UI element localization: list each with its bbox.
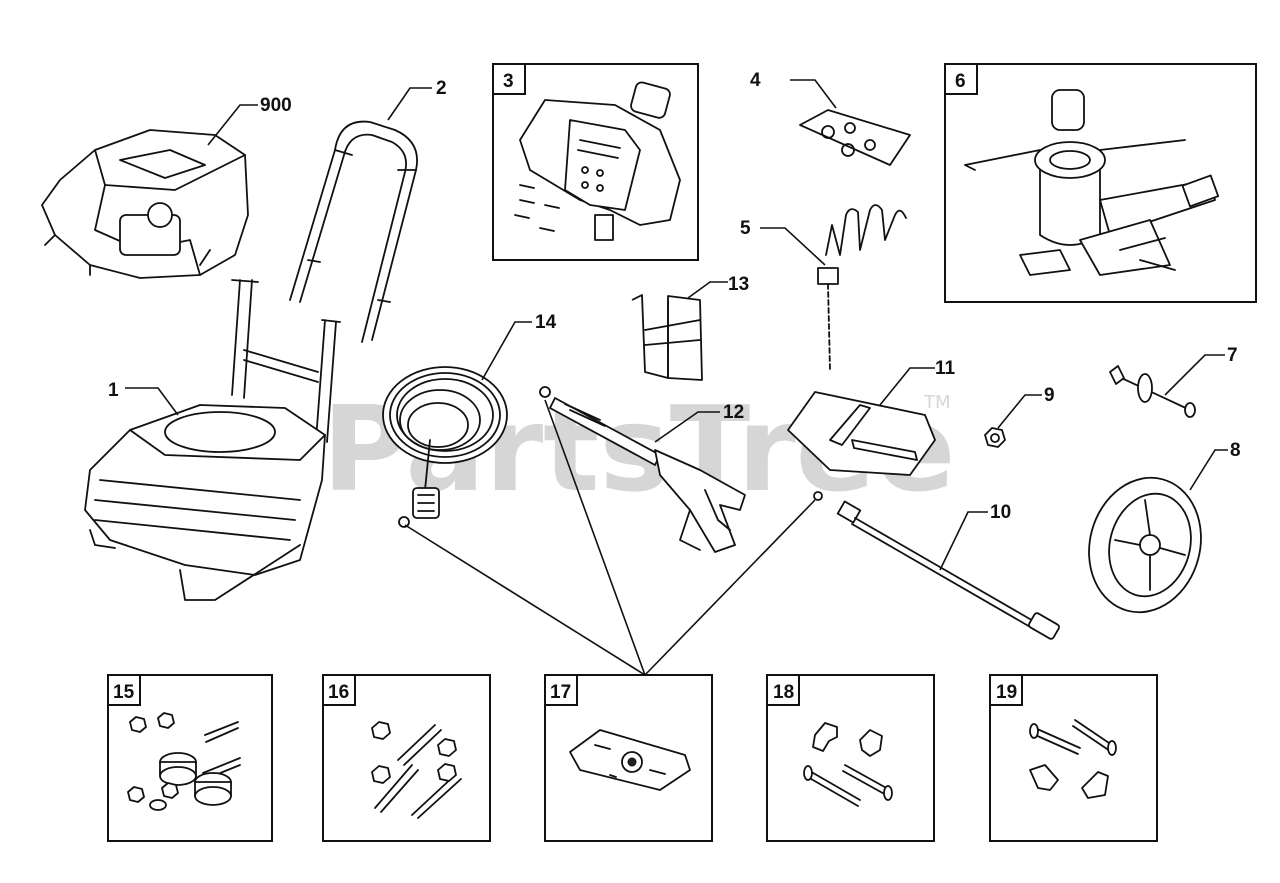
callout-2: 2 bbox=[436, 78, 447, 99]
part-11-bag[interactable] bbox=[787, 391, 936, 476]
part-1-frame[interactable] bbox=[84, 279, 341, 601]
part-7-axle[interactable] bbox=[1109, 365, 1196, 418]
callout-15: 15 bbox=[113, 682, 135, 703]
part-4-bracket[interactable] bbox=[799, 109, 911, 166]
leader-2 bbox=[387, 87, 432, 121]
leader-17 bbox=[404, 399, 816, 676]
callout-13: 13 bbox=[728, 274, 749, 295]
callout-10: 10 bbox=[990, 502, 1011, 523]
box-19[interactable]: 19 bbox=[989, 674, 1158, 842]
callout-16: 16 bbox=[328, 682, 349, 703]
leader-9 bbox=[997, 394, 1042, 429]
box-15[interactable]: 15 bbox=[107, 674, 273, 842]
callout-3: 3 bbox=[503, 71, 514, 92]
callout-17: 17 bbox=[550, 682, 571, 703]
part-14-hose[interactable] bbox=[382, 366, 508, 528]
leader-12 bbox=[654, 411, 720, 443]
part-9-nut[interactable] bbox=[984, 427, 1006, 448]
box-6[interactable]: 6 bbox=[944, 63, 1257, 303]
part-10-wand[interactable] bbox=[813, 491, 1060, 640]
leader-13 bbox=[687, 281, 728, 299]
callout-7: 7 bbox=[1227, 345, 1238, 366]
callout-900: 900 bbox=[260, 95, 292, 116]
leader-4 bbox=[790, 79, 837, 109]
callout-9: 9 bbox=[1044, 385, 1055, 406]
callout-12: 12 bbox=[723, 402, 744, 423]
leader-14 bbox=[481, 321, 532, 381]
callout-6: 6 bbox=[955, 71, 966, 92]
callout-1: 1 bbox=[108, 380, 119, 401]
leader-7 bbox=[1164, 354, 1225, 396]
part-8-wheel[interactable] bbox=[1074, 465, 1215, 625]
callout-11: 11 bbox=[935, 358, 956, 379]
part-2-handle[interactable] bbox=[289, 120, 418, 343]
leader-8 bbox=[1189, 449, 1228, 491]
box-16[interactable]: 16 bbox=[322, 674, 491, 842]
callout-19: 19 bbox=[996, 682, 1017, 703]
leader-11 bbox=[879, 367, 935, 406]
leader-1 bbox=[125, 387, 179, 416]
callout-18: 18 bbox=[773, 682, 794, 703]
callout-5: 5 bbox=[740, 218, 751, 239]
callout-8: 8 bbox=[1230, 440, 1241, 461]
box-18[interactable]: 18 bbox=[766, 674, 935, 842]
part-13-holder[interactable] bbox=[631, 294, 703, 381]
leader-10 bbox=[939, 511, 988, 571]
box-17[interactable]: 17 bbox=[544, 674, 713, 842]
leader-900 bbox=[207, 104, 258, 146]
part-12-gun[interactable] bbox=[539, 386, 746, 553]
watermark-trademark: TM bbox=[923, 392, 951, 413]
box-3[interactable]: 3 bbox=[492, 63, 699, 261]
leader-5 bbox=[760, 227, 826, 266]
callout-4: 4 bbox=[750, 70, 761, 91]
callout-14: 14 bbox=[535, 312, 557, 333]
part-900-engine[interactable] bbox=[41, 129, 249, 279]
part-5-wand-holder[interactable] bbox=[817, 204, 907, 371]
